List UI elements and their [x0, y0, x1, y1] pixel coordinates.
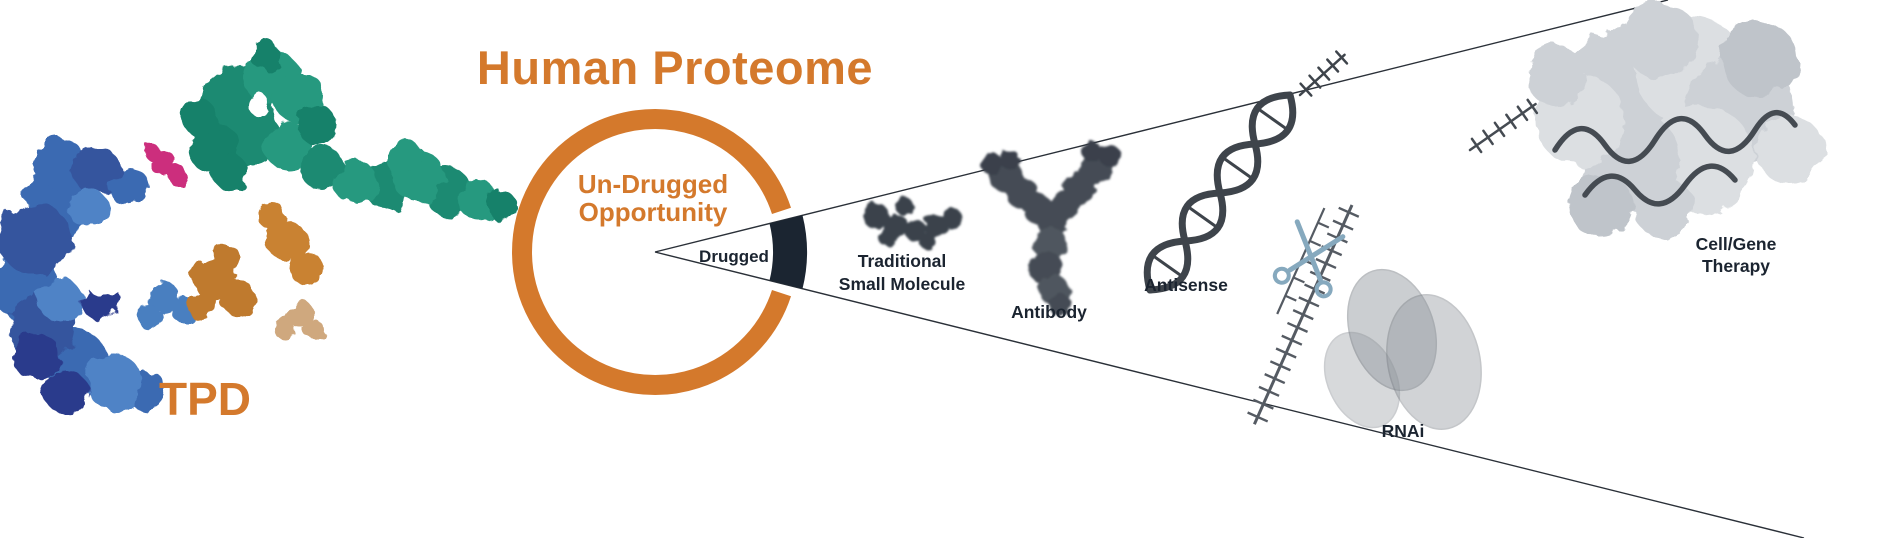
- scissors-icon: [1272, 219, 1346, 299]
- expansion-line-top: [654, 0, 1669, 253]
- antibody-label: Antibody: [1011, 302, 1087, 322]
- drugged-label: Drugged: [699, 247, 769, 266]
- tpd-protein-complex-illustration: [0, 40, 517, 414]
- blue-protein-blob: [0, 136, 197, 414]
- small-molecule-label-line2: Small Molecule: [839, 274, 966, 294]
- expansion-wedge-lines: [654, 0, 1805, 538]
- expansion-line-bottom: [654, 251, 1805, 538]
- teal-protein-blob: [182, 40, 517, 221]
- orange-protein-blobs: [187, 202, 324, 340]
- drugged-wedge: [769, 215, 808, 289]
- risc-complex-ovals: [1323, 268, 1482, 430]
- page-title: Human Proteome: [477, 41, 873, 94]
- magenta-linker-blob: [144, 144, 188, 186]
- undrugged-ring: [512, 109, 792, 395]
- undrugged-label-line2: Opportunity: [579, 197, 728, 227]
- small-molecule-label-line1: Traditional: [858, 251, 946, 271]
- helix-fragment-icon: [1298, 50, 1349, 97]
- cell-gene-therapy-illustration: [1468, 2, 1824, 238]
- antisense-helix-illustration: [1143, 50, 1349, 294]
- cell-gene-label-line1: Cell/Gene: [1696, 234, 1777, 254]
- undrugged-label-line1: Un-Drugged: [578, 169, 728, 199]
- antibody-illustration: [981, 142, 1121, 316]
- tpd-label: TPD: [159, 373, 251, 425]
- cell-gene-label-line2: Therapy: [1702, 256, 1770, 276]
- genetic-strands: [1468, 98, 1798, 207]
- rnai-label: RNAi: [1382, 421, 1425, 441]
- small-molecule-illustration: [863, 197, 962, 250]
- antisense-label: Antisense: [1144, 275, 1228, 295]
- rnai-illustration: [1247, 204, 1482, 430]
